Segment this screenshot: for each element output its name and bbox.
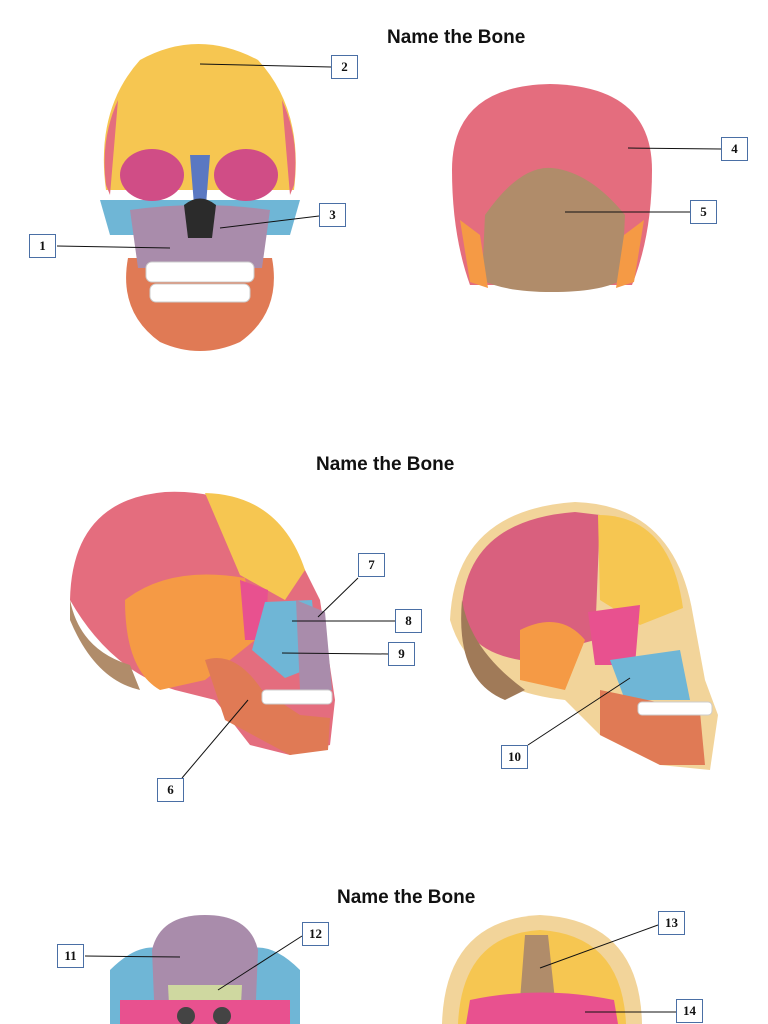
leader-line-6 bbox=[181, 699, 249, 779]
label-box-11: 11 bbox=[57, 944, 84, 968]
label-box-1: 1 bbox=[29, 234, 56, 258]
skull-posterior-view bbox=[452, 84, 652, 292]
skull-sagittal-view bbox=[450, 502, 718, 770]
label-box-6: 6 bbox=[157, 778, 184, 802]
skull-superior-view bbox=[442, 915, 642, 1024]
label-box-4: 4 bbox=[721, 137, 748, 161]
label-box-3: 3 bbox=[319, 203, 346, 227]
leader-line-1 bbox=[56, 245, 171, 249]
leader-line-13 bbox=[539, 924, 659, 969]
label-box-9: 9 bbox=[388, 642, 415, 666]
skull-inferior-view bbox=[110, 915, 300, 1024]
label-box-2: 2 bbox=[331, 55, 358, 79]
leader-line-12 bbox=[217, 935, 303, 991]
label-box-5: 5 bbox=[690, 200, 717, 224]
leader-line-3 bbox=[219, 215, 320, 229]
label-box-13: 13 bbox=[658, 911, 685, 935]
leader-line-7 bbox=[317, 577, 359, 618]
leader-lines bbox=[56, 63, 722, 1013]
label-box-10: 10 bbox=[501, 745, 528, 769]
skull-lateral-view bbox=[70, 491, 335, 755]
leader-line-10 bbox=[527, 677, 631, 746]
label-box-14: 14 bbox=[676, 999, 703, 1023]
label-box-7: 7 bbox=[358, 553, 385, 577]
leader-line-9 bbox=[281, 652, 389, 655]
leader-line-4 bbox=[627, 147, 722, 150]
section-heading-inferior-superior: Name the Bone bbox=[337, 887, 476, 908]
label-box-12: 12 bbox=[302, 922, 329, 946]
leader-line-11 bbox=[84, 955, 181, 958]
leader-line-2 bbox=[199, 63, 332, 68]
section-heading-front-back: Name the Bone bbox=[387, 27, 526, 48]
skull-anterior-view bbox=[100, 44, 300, 351]
section-heading-lateral: Name the Bone bbox=[316, 454, 455, 475]
label-box-8: 8 bbox=[395, 609, 422, 633]
